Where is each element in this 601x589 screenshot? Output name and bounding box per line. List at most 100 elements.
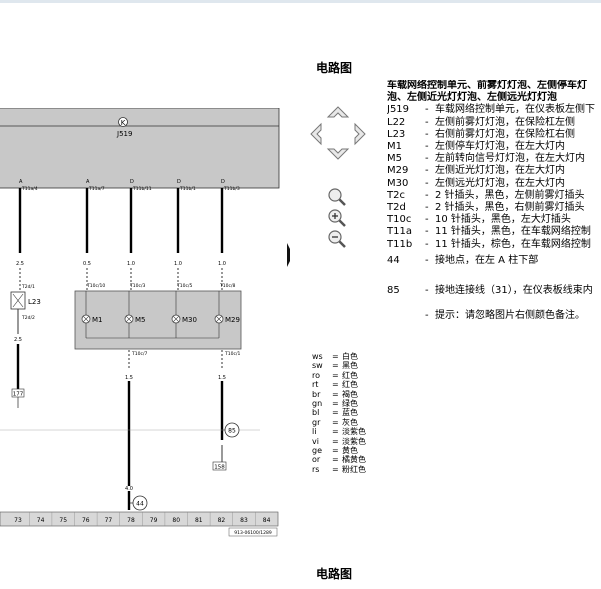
color-code-row: ws=白色 (312, 352, 358, 361)
ruler-number: 78 (127, 517, 135, 524)
wire-group: AT11a/42.5AT11a/70.5DT11b/111.0DT11b/11.… (16, 179, 240, 510)
ruler-number: 80 (172, 517, 180, 524)
zoom-fit-icon[interactable] (327, 187, 347, 207)
module-connector-label: T10c/3 (129, 283, 145, 289)
lower-connector-label: T10c/7 (131, 351, 147, 357)
color-code-row: bl=蓝色 (312, 408, 358, 418)
top-connector-label: T11b/3 (223, 186, 240, 192)
color-code-row: gr=灰色 (312, 417, 358, 427)
wire-size-label: 0.5 (83, 261, 91, 267)
bottom-wire-size: 4.0 (125, 486, 133, 492)
color-code-row: sw=黑色 (312, 361, 358, 371)
legend-entry: L22-左侧前雾灯灯泡，在保险杠左侧 (387, 116, 575, 128)
top-connector-label: T11a/7 (88, 186, 105, 192)
pan-right-icon[interactable] (354, 122, 366, 146)
pin-label: D (221, 179, 225, 185)
ruler-number: 77 (105, 517, 113, 524)
drawing-id: 913-06100/1289 (234, 530, 272, 536)
ref-box-177-label: 177 (13, 392, 24, 398)
ruler-number: 83 (240, 517, 248, 524)
pan-navigation[interactable] (308, 104, 368, 164)
legend-entry: M30-左侧远光灯灯泡，在左大灯内 (387, 177, 565, 189)
module-connector-label: T10c/10 (86, 283, 105, 289)
bulb-label: M30 (182, 316, 197, 324)
ref-box-158-label: 158 (214, 465, 225, 471)
ground-44-symbol (132, 495, 148, 511)
module-connector-label: T10c/5 (176, 283, 192, 289)
ruler-ticks: 73 74 75 76 77 78 79 80 81 82 83 84 (14, 512, 279, 526)
wire-size-label: 1.0 (218, 261, 226, 267)
top-border (0, 0, 601, 3)
legend-entry: J519-车载网络控制单元，在仪表板左侧下 (387, 104, 595, 116)
lower-connector-label: T10c/1 (224, 351, 240, 357)
lamp-connector-bottom: T2d/2 (21, 315, 35, 321)
wire-size-label: 1.0 (127, 261, 135, 267)
left-wire-size: 2.5 (14, 337, 22, 343)
ruler-number: 81 (195, 517, 203, 524)
circuit-diagram: K J519 AT11a/42.5AT11a/70.5DT11b/111.0DT… (0, 108, 290, 537)
top-connector-label: T11b/1 (179, 186, 196, 192)
component-legend: 车载网络控制单元、前雾灯灯泡、左侧停车灯 泡、左侧近光灯灯泡、左侧远光灯灯泡 J… (387, 80, 601, 322)
lower-wire-size: 1.5 (125, 375, 133, 381)
control-unit-marker-label: K (121, 119, 126, 127)
wire-size-label: 2.5 (16, 261, 24, 267)
ruler-number: 79 (150, 517, 158, 524)
pan-down-icon[interactable] (326, 148, 350, 160)
ruler-number: 75 (59, 517, 67, 524)
legend-entry: M1-左侧停车灯灯泡，在左大灯内 (387, 141, 565, 153)
pin-label: D (177, 179, 181, 185)
pin-label: D (130, 179, 134, 185)
page-title-bottom: 电路图 (316, 567, 353, 581)
ruler-number: 82 (218, 517, 226, 524)
legend-entry: M5-左前转向信号灯灯泡，在左大灯内 (387, 153, 585, 165)
bulb-label: M29 (225, 316, 240, 324)
headlight-module-box (74, 290, 242, 350)
ruler-number: 84 (263, 517, 271, 524)
lamp-connector-top: T2d/1 (21, 284, 35, 290)
control-unit-marker (118, 117, 128, 127)
ref-box-158 (212, 461, 227, 471)
bulb-label: M1 (92, 316, 103, 324)
color-code-row: vi=淡紫色 (312, 436, 366, 446)
color-code-row: ro=红色 (312, 370, 358, 380)
collapse-arrow-icon[interactable] (287, 243, 290, 267)
page-title: 电路图 (316, 61, 353, 75)
ruler-number: 74 (37, 517, 45, 524)
legend-entry: T11b-11 针插头，棕色，在车载网络控制 (387, 238, 591, 250)
zoom-in-icon[interactable] (327, 208, 347, 228)
color-code-row: rt=红色 (312, 380, 358, 390)
legend-hint: -提示：请忽略图片右侧颜色备注。 (425, 310, 585, 322)
pan-left-icon[interactable] (310, 122, 322, 146)
legend-header-line1: 车载网络控制单元、前雾灯灯泡、左侧停车灯 (387, 80, 587, 91)
legend-entry: T2c-2 针插头，黑色，左侧前雾灯插头 (387, 189, 585, 201)
color-code-row: li=淡紫色 (312, 427, 366, 437)
ground-85-symbol (224, 422, 240, 438)
legend-note-85: 85-接地连接线（31），在仪表板线束内 (387, 285, 593, 297)
legend-header-line2: 泡、左侧近光灯灯泡、左侧远光灯灯泡 (387, 92, 557, 104)
pan-up-icon[interactable] (326, 106, 350, 118)
legend-entry: T10c-10 针插头，黑色，左大灯插头 (387, 214, 571, 226)
legend-note-44: 44-接地点，在左 A 柱下部 (387, 254, 539, 266)
lower-wire-size: 1.5 (218, 375, 226, 381)
drawing-id-box (228, 527, 278, 537)
ruler-number: 76 (82, 517, 90, 524)
control-unit-label: J519 (116, 130, 132, 138)
ruler-number: 73 (14, 517, 22, 524)
legend-entry: T2d-2 针插头，黑色，右侧前雾灯插头 (387, 202, 585, 214)
pin-label: A (19, 179, 23, 185)
ground-44-label: 44 (136, 501, 144, 508)
color-code-row: or=橘黄色 (312, 455, 366, 465)
zoom-out-icon[interactable] (327, 229, 347, 249)
fog-lamp-label: L23 (28, 298, 41, 306)
module-connector-label: T10c/8 (219, 283, 235, 289)
top-connector-label: T11b/11 (132, 186, 152, 192)
color-code-row: ge=黄色 (312, 446, 358, 456)
wire-size-label: 1.0 (174, 261, 182, 267)
legend-entry: T11a-11 针插头，黑色，在车载网络控制 (387, 226, 591, 238)
color-code-row: gn=绿色 (312, 399, 358, 409)
color-code-row: br=褐色 (312, 389, 358, 399)
pin-label: A (86, 179, 90, 185)
ground-85-label: 85 (228, 428, 236, 435)
